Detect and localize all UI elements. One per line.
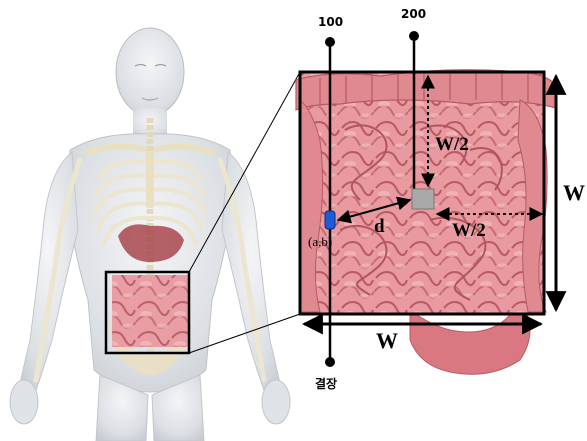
probe-100-label: 100	[318, 15, 343, 29]
width-bottom-label: W	[376, 328, 398, 353]
distance-label: d	[374, 216, 385, 237]
width-right-label: W	[563, 180, 585, 205]
probe-bottom-label: 결장	[315, 376, 337, 391]
sensor-point-label: (a,b)	[308, 234, 332, 249]
sensor-marker	[325, 211, 335, 229]
half-width-horizontal-label: W/2	[452, 220, 486, 241]
human-body-figure	[10, 28, 290, 441]
target-marker	[412, 189, 434, 209]
half-width-vertical-label: W/2	[435, 134, 469, 155]
probe-200-label: 200	[401, 7, 426, 21]
